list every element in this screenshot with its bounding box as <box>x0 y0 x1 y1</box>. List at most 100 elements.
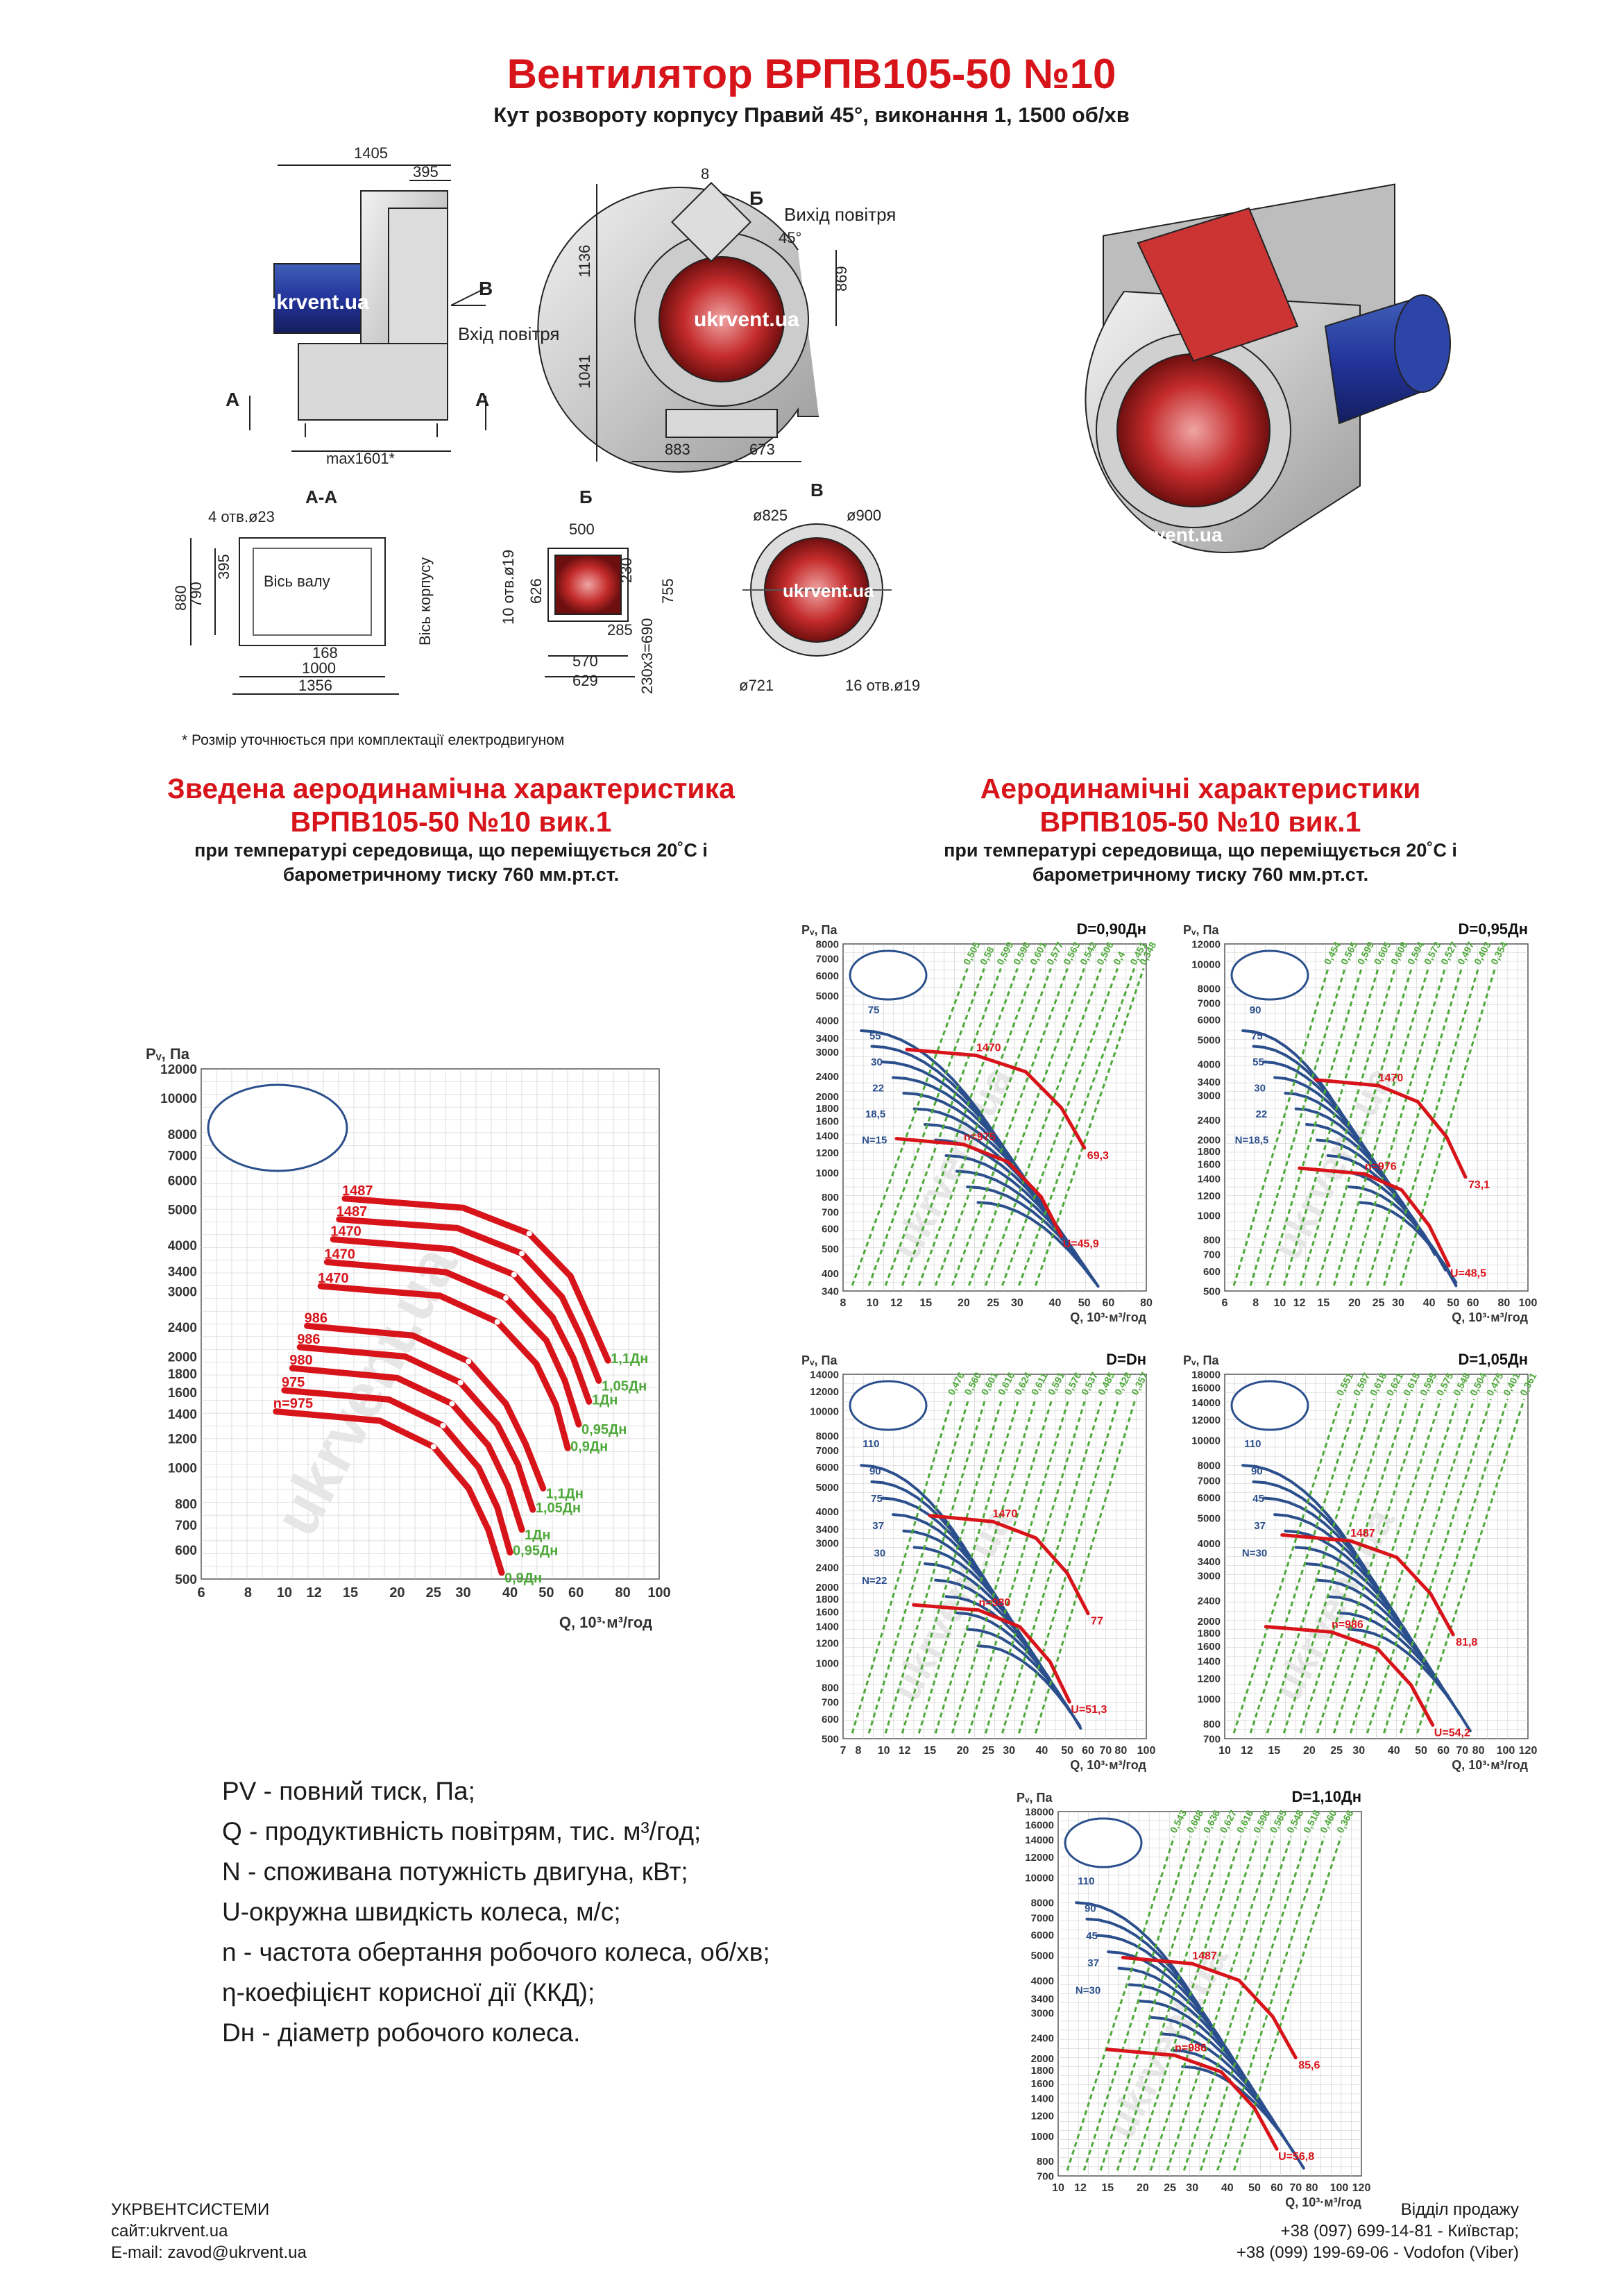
y-axis-label: Pᵥ, Па <box>1017 1791 1053 1805</box>
u-label: 81,8 <box>1456 1637 1477 1648</box>
y-tick-label: 2400 <box>816 1562 839 1573</box>
power-label: 55 <box>1252 1056 1264 1068</box>
y-tick-label: 6000 <box>1198 1015 1221 1027</box>
efficiency-line <box>1232 1399 1342 1734</box>
y-tick-label: 10000 <box>810 1406 839 1418</box>
efficiency-line <box>967 968 1085 1286</box>
dim-front-2: 1136 <box>576 245 593 278</box>
y-axis-label: Pᵥ, Па <box>801 923 838 937</box>
y-tick-label: 2400 <box>168 1321 197 1335</box>
dim-front-3: 869 <box>833 266 850 292</box>
fan-3d-view <box>1085 183 1451 553</box>
speed-curve <box>894 1137 1064 1238</box>
y-tick-label: 2000 <box>168 1350 197 1365</box>
company-site[interactable]: сайт:ukrvent.ua <box>111 2222 228 2240</box>
speed-curve-label: 1470 <box>1379 1072 1404 1084</box>
b-dim-500: 500 <box>569 521 595 538</box>
efficiency-line <box>1282 1399 1392 1734</box>
y-tick-label: 8000 <box>168 1128 197 1142</box>
y-tick-label: 700 <box>1037 2171 1054 2183</box>
y-tick-label: 12000 <box>810 1386 839 1398</box>
efficiency-line <box>1332 968 1429 1286</box>
y-tick-label: 18000 <box>1191 1369 1221 1381</box>
efficiency-line <box>1018 968 1136 1286</box>
u-label: 69,3 <box>1087 1150 1109 1162</box>
page-title: Вентилятор ВРПВ105-50 №10 <box>507 51 1116 97</box>
x-tick-label: 30 <box>1352 1745 1365 1757</box>
power-label: N=22 <box>862 1575 887 1587</box>
y-tick-label: 1000 <box>816 1167 839 1179</box>
y-tick-label: 8000 <box>816 939 839 951</box>
y-tick-label: 700 <box>1203 1249 1221 1261</box>
diameter-label: 1Дн <box>592 1392 618 1408</box>
efficiency-line <box>1216 1836 1325 2171</box>
speed-curve-label: n=986 <box>1175 2042 1207 2054</box>
x-tick-label: 30 <box>455 1585 470 1601</box>
x-tick-label: 20 <box>958 1297 970 1309</box>
power-curve <box>1336 1611 1461 1716</box>
company-logo-icon <box>849 1380 928 1431</box>
x-tick-label: 15 <box>919 1297 932 1309</box>
aa-dim-790: 790 <box>187 582 205 607</box>
y-tick-label: 3400 <box>1031 1993 1054 2005</box>
y-tick-label: 800 <box>175 1497 197 1512</box>
power-curve <box>1262 1496 1387 1601</box>
power-curve <box>1117 1966 1241 2072</box>
y-tick-label: 1600 <box>816 1606 839 1618</box>
y-tick-label: 1600 <box>1031 2078 1054 2090</box>
phone-kyivstar[interactable]: +38 (097) 699-14-81 - Київстар; <box>1280 2222 1519 2240</box>
y-tick-label: 16000 <box>1025 1820 1054 1832</box>
y-tick-label: 500 <box>175 1573 197 1587</box>
power-label: 55 <box>869 1031 881 1043</box>
x-tick-label: 100 <box>1330 2182 1349 2194</box>
speed-label: 1487 <box>342 1183 373 1199</box>
symbol-legend: PV - повний тиск, Па; Q - продуктивність… <box>222 1771 770 2053</box>
x-tick-label: 50 <box>1248 2182 1261 2194</box>
summary-sub-2: барометричному тиску 760 мм.рт.ст. <box>282 864 620 885</box>
efficiency-line <box>1266 1399 1375 1734</box>
power-curve <box>1326 1595 1451 1700</box>
power-label: 110 <box>863 1438 879 1450</box>
speed-curve <box>1314 1078 1468 1179</box>
speed-curve <box>912 1603 1071 1704</box>
y-tick-label: 1800 <box>168 1367 197 1382</box>
efficiency-line <box>1299 968 1396 1286</box>
y-tick-label: 7000 <box>1198 997 1221 1009</box>
x-tick-label: 50 <box>1061 1745 1073 1757</box>
speed-curve-label: 1470 <box>976 1043 1001 1054</box>
y-tick-label: 1200 <box>1031 2110 1054 2122</box>
y-axis-label: Pᵥ, Па <box>1183 1353 1219 1367</box>
power-curve <box>1358 1201 1458 1284</box>
phone-vodafone[interactable]: +38 (099) 199-69-06 - Vodofon (Viber) <box>1236 2243 1519 2262</box>
speed-curve <box>1105 2048 1279 2151</box>
peak-marker <box>466 1358 472 1365</box>
aero-title-1: Аеродинамічні характеристики <box>980 773 1421 804</box>
power-curve <box>1139 2000 1263 2104</box>
y-tick-label: 12000 <box>1025 1852 1054 1864</box>
speed-curve-label: n=986 <box>1332 1619 1363 1630</box>
angle-label: 45° <box>779 229 801 246</box>
y-tick-label: 3400 <box>816 1033 839 1045</box>
power-label: 110 <box>1078 1875 1094 1887</box>
power-curve <box>1159 2032 1284 2137</box>
x-tick-label: 50 <box>1415 1745 1427 1757</box>
y-axis-label: Pᵥ, Па <box>146 1045 190 1063</box>
speed-curve <box>1298 1166 1451 1268</box>
watermark-3d: ukrvent.ua <box>1124 524 1223 546</box>
y-tick-label: 3000 <box>168 1285 197 1300</box>
u-label: 77 <box>1091 1616 1103 1628</box>
peak-marker <box>440 1423 446 1429</box>
y-tick-label: 4000 <box>816 1015 839 1027</box>
power-curve <box>1294 1546 1419 1651</box>
power-label: N=30 <box>1242 1548 1267 1560</box>
company-email[interactable]: E-mail: zavod@ukrvent.ua <box>111 2243 307 2262</box>
power-curve <box>955 1170 1089 1272</box>
v-title: В <box>810 480 824 500</box>
company-logo-icon <box>1230 1380 1309 1431</box>
efficiency-line <box>1116 1836 1225 2171</box>
speed-label: 1470 <box>324 1247 355 1262</box>
peak-marker <box>519 1250 525 1256</box>
